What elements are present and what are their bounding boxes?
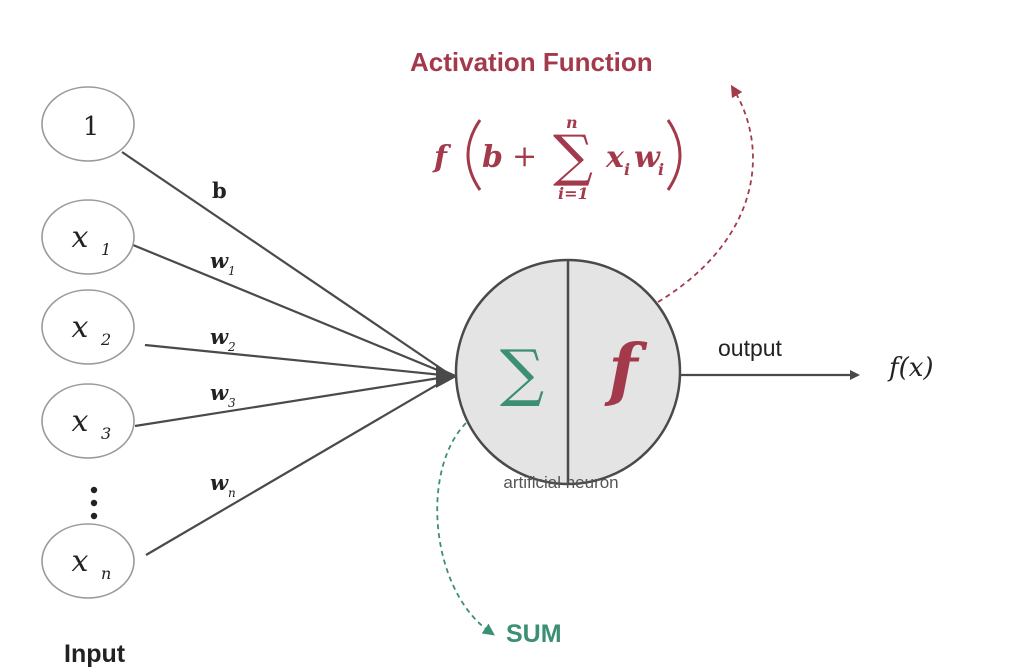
- input-node-x2-label: x: [72, 310, 89, 345]
- svg-text:n: n: [566, 113, 578, 132]
- svg-text:x: x: [605, 140, 625, 175]
- svg-text:w: w: [634, 140, 661, 175]
- input-connections: [121, 151, 453, 556]
- weight-label-w1: w 1: [210, 248, 236, 278]
- svg-text:w: w: [210, 324, 229, 349]
- input-label: Input: [64, 640, 126, 668]
- artificial-neuron: ∑ f: [454, 258, 682, 486]
- svg-text:3: 3: [228, 396, 236, 410]
- input-node-xn-sub: n: [101, 564, 111, 583]
- connection-x3: [134, 374, 453, 428]
- input-node-x2: x 2: [41, 289, 135, 365]
- svg-text:b: b: [482, 140, 503, 175]
- svg-text:w: w: [210, 248, 229, 273]
- svg-text:i: i: [624, 160, 630, 179]
- sum-symbol: ∑: [500, 336, 544, 409]
- connection-xn: [145, 375, 453, 556]
- input-node-bias-label: 1: [83, 112, 100, 142]
- input-nodes: 1 x 1 x 2 x 3 x n: [41, 86, 135, 599]
- activation-formula: f b + ∑ n i=1 x i w i: [432, 113, 682, 203]
- input-node-x1-label: x: [72, 220, 89, 255]
- input-node-x2-sub: 2: [100, 330, 111, 349]
- activation-function-label: Activation Function: [410, 47, 653, 77]
- svg-text:i: i: [658, 160, 664, 179]
- connection-x1: [132, 243, 453, 378]
- input-node-x3-sub: 3: [101, 424, 111, 443]
- ellipsis-dots: [90, 486, 98, 520]
- output-value: f(x): [887, 353, 934, 383]
- svg-text:f: f: [432, 140, 452, 175]
- input-node-x3: x 3: [41, 383, 135, 459]
- input-node-bias: 1: [41, 86, 135, 162]
- svg-text:w: w: [210, 470, 229, 495]
- input-node-xn-label: x: [72, 544, 89, 579]
- output-label: output: [718, 335, 783, 361]
- sum-dashed-arrow: [436, 422, 495, 636]
- input-node-x3-label: x: [72, 404, 89, 439]
- neuron-caption: artificial neuron: [503, 473, 618, 492]
- svg-text:1: 1: [228, 264, 236, 278]
- weight-label-wn: w n: [210, 470, 236, 500]
- connection-bias: [121, 151, 453, 377]
- svg-text:∑: ∑: [553, 124, 593, 189]
- svg-text:2: 2: [227, 340, 236, 354]
- weight-label-bias: b: [212, 178, 227, 203]
- svg-text:+: +: [512, 139, 537, 174]
- weight-label-w2: w 2: [210, 324, 236, 354]
- svg-text:w: w: [210, 380, 229, 405]
- svg-text:i=1: i=1: [558, 184, 589, 203]
- input-node-x1: x 1: [41, 199, 135, 275]
- convergence-arrowhead: [436, 366, 458, 388]
- activation-dashed-arrow: [657, 84, 754, 303]
- weight-labels: b w 1 w 2 w 3 w n: [210, 178, 236, 500]
- weight-label-w3: w 3: [210, 380, 236, 410]
- input-node-x1-sub: 1: [101, 240, 111, 259]
- input-node-xn: x n: [41, 523, 135, 599]
- connection-x2: [144, 343, 453, 378]
- svg-text:n: n: [228, 486, 236, 500]
- sum-label: SUM: [506, 620, 562, 648]
